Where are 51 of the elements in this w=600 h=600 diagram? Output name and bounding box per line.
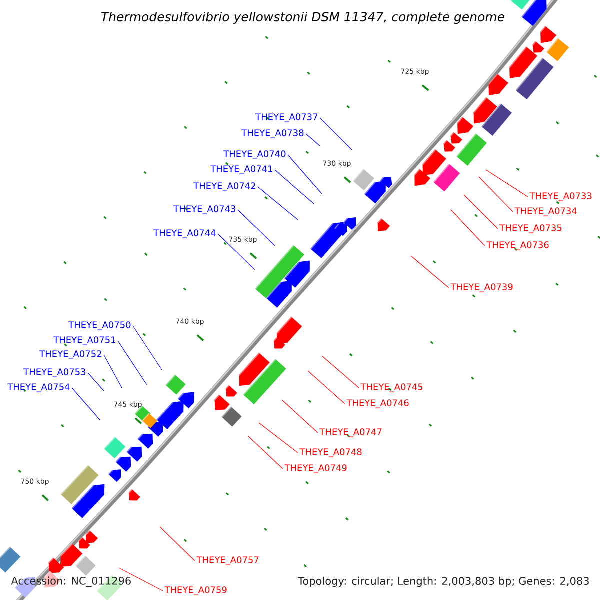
gene-label: THEYE_A0747 [320, 428, 382, 438]
leader-line [282, 400, 318, 434]
leader-line [464, 194, 498, 230]
leader-line [306, 134, 320, 146]
leader-line [104, 354, 122, 388]
footer-text: Accession: NC_011296 [11, 576, 131, 588]
gene-label: THEYE_A0754 [8, 384, 70, 392]
gene-label: THEYE_A0744 [154, 230, 216, 238]
leader-line [322, 356, 360, 388]
footer-text: Topology: circular; Length: 2,003,803 bp; Genes: 2,083 [298, 576, 589, 588]
leader-line [238, 210, 276, 246]
gene-label: THEYE_A0738 [242, 130, 304, 138]
gene-label: THEYE_A0757 [196, 556, 259, 566]
gene-label: THEYE_A0737 [256, 114, 318, 122]
leader-line [450, 210, 486, 246]
gene-label: THEYE_A0745 [360, 384, 423, 392]
leader-line [118, 568, 164, 592]
gene-label: THEYE_A0740 [224, 150, 286, 160]
gene-label: THEYE_A0759 [164, 586, 227, 596]
gene-label: THEYE_A0735 [500, 224, 562, 234]
leader-line [258, 186, 298, 220]
gene-label: THEYE_A0751 [54, 336, 116, 346]
leader-line [218, 234, 256, 270]
leader-line [248, 436, 284, 470]
leader-line [410, 256, 450, 288]
leader-line [320, 118, 352, 150]
leader-line [274, 170, 314, 204]
leader-line [88, 372, 104, 392]
gene-label: THEYE_A0752 [40, 350, 102, 360]
gene-label: THEYE_A0733 [530, 192, 592, 202]
gene-label: THEYE_A0746 [346, 400, 409, 408]
gene-label: THEYE_A0742 [194, 182, 256, 192]
leader-line [118, 340, 148, 386]
gene-label: THEYE_A0748 [300, 448, 362, 458]
leader-line [288, 154, 322, 194]
gene-label: THEYE_A0749 [284, 464, 347, 474]
leader-line [486, 170, 528, 198]
leader-line [308, 370, 346, 404]
leader-line [478, 176, 514, 212]
leader-line [132, 326, 162, 370]
leader-line [72, 388, 100, 420]
gene-label: THEYE_A0741 [210, 166, 272, 174]
gene-label: THEYE_A0750 [68, 322, 131, 330]
gene-label: THEYE_A0743 [174, 206, 236, 214]
leader-line [258, 422, 298, 454]
title: Thermodesulfovibrio yellowstonii DSM 11347, complete genome [102, 12, 505, 24]
gene-label: THEYE_A0734 [514, 208, 577, 216]
gene-label: THEYE_A0736 [486, 242, 549, 250]
gene-label: THEYE_A0753 [24, 368, 86, 378]
gene-label: THEYE_A0739 [450, 284, 513, 292]
leader-line [160, 526, 196, 562]
